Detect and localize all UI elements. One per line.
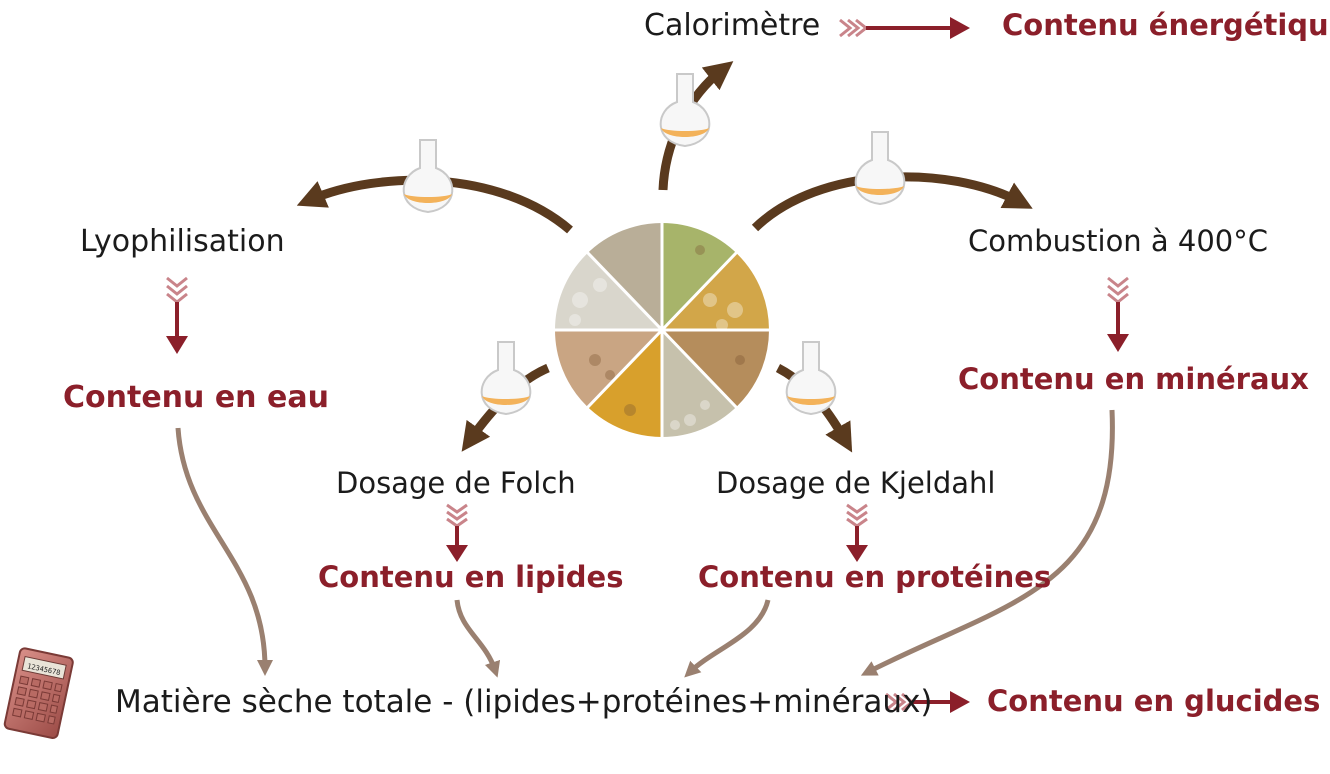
arrow-calorimetre-to-energie: [840, 17, 970, 39]
result-mineraux: Contenu en minéraux: [958, 362, 1309, 396]
flask-icon: [482, 342, 531, 414]
curve-mineraux-to-formula: [868, 410, 1112, 672]
result-glucides: Contenu en glucides: [987, 684, 1320, 718]
result-energie: Contenu énergétique: [1002, 8, 1330, 42]
label-lyophilisation: Lyophilisation: [80, 224, 285, 259]
label-combustion: Combustion à 400°C: [968, 224, 1268, 258]
curve-lipides-to-formula: [457, 600, 495, 670]
calculator-icon: 12345678: [4, 647, 74, 738]
food-pie: [554, 222, 770, 438]
result-eau: Contenu en eau: [63, 380, 329, 415]
curve-eau-to-formula: [178, 428, 265, 668]
arrow-folch-to-lipides: [446, 505, 468, 562]
curve-proteines-to-formula: [690, 600, 768, 672]
label-calorimetre: Calorimètre: [644, 8, 820, 43]
result-lipides: Contenu en lipides: [318, 560, 623, 594]
arrow-lyophilisation-to-eau: [166, 278, 188, 354]
formula-text: Matière sèche totale - (lipides+protéine…: [115, 684, 933, 720]
label-folch: Dosage de Folch: [336, 466, 576, 500]
arrow-combustion-to-mineraux: [1107, 278, 1129, 352]
arrow-kjeldahl-to-proteines: [846, 505, 868, 562]
flask-icon: [787, 342, 836, 414]
flask-icon: [856, 132, 905, 204]
flask-icon: [404, 140, 453, 212]
label-kjeldahl: Dosage de Kjeldahl: [716, 466, 995, 500]
result-proteines: Contenu en protéines: [698, 560, 1051, 594]
